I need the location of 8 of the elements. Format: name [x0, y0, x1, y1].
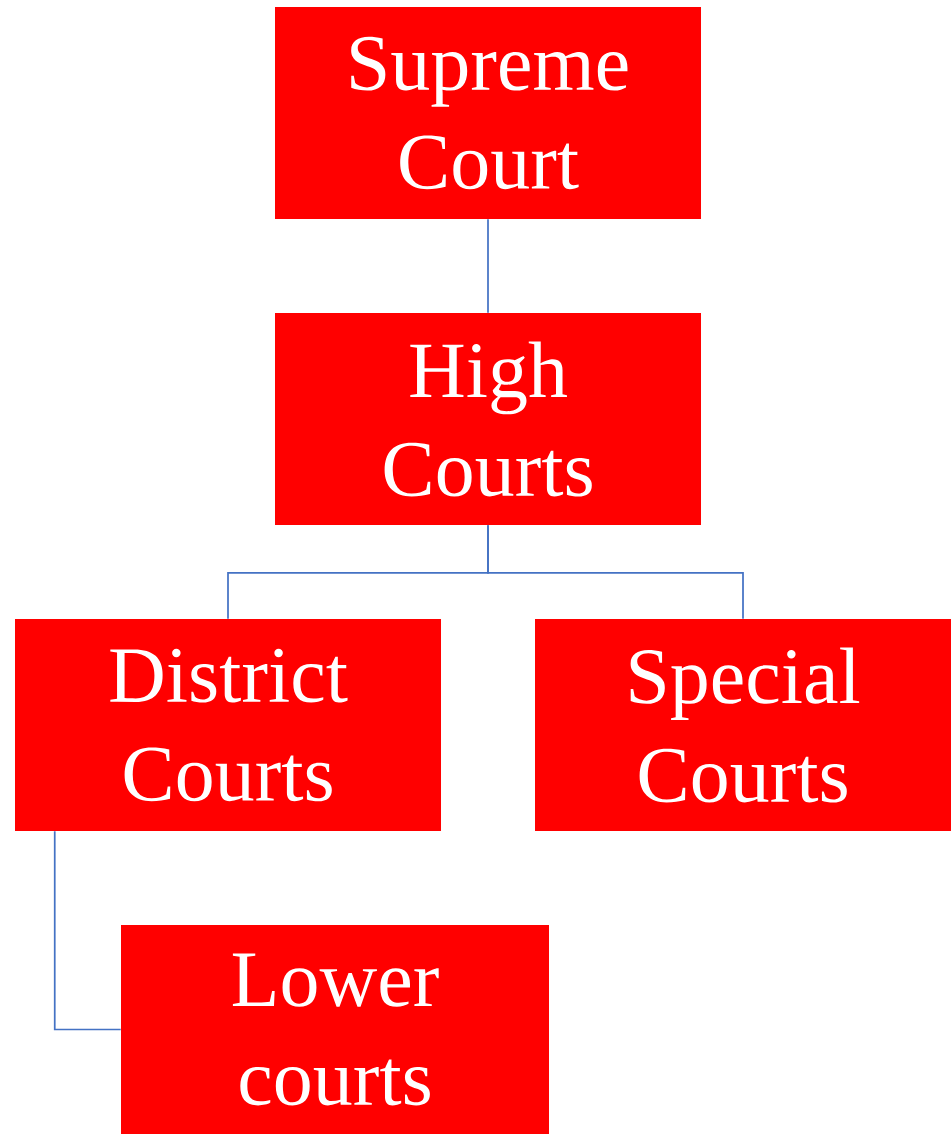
court-box: High Courts — [275, 313, 701, 525]
court-box: Lower courts — [121, 925, 549, 1134]
court-box: Supreme Court — [275, 7, 701, 219]
court-box: District Courts — [15, 619, 441, 831]
connector-line — [53, 830, 122, 1031]
connector-line — [487, 218, 489, 314]
connector-line — [487, 524, 744, 620]
court-box: Special Courts — [535, 619, 951, 831]
